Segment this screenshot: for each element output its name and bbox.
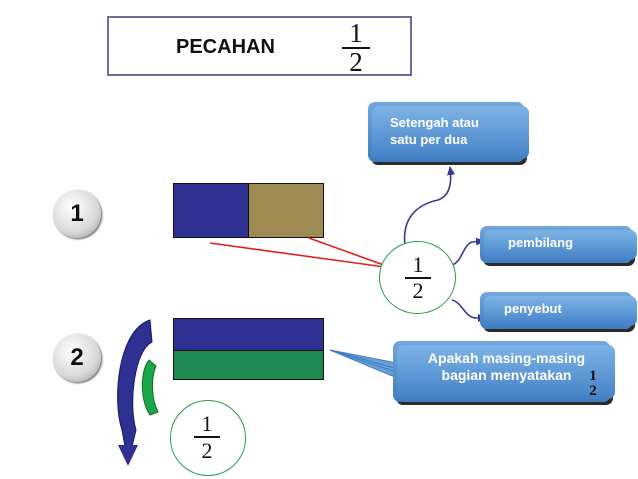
question-fraction: 1 2	[586, 369, 600, 395]
title-fraction-denominator: 2	[349, 46, 363, 77]
denominator-callout-text: penyebut	[504, 301, 562, 316]
step-1-number: 1	[70, 200, 84, 227]
meaning-callout: Setengah atau satu per dua	[368, 102, 529, 162]
bottom-fraction-numerator: 1	[201, 411, 213, 436]
question-callout-text: Apakah masing-masing bagian menyatakan	[427, 350, 586, 383]
bottom-fraction-circle	[170, 400, 246, 476]
numerator-callout-text: pembilang	[508, 235, 574, 250]
arrow-to-numerator	[451, 237, 485, 266]
fraction-bar	[405, 277, 431, 279]
rect-half-bottom	[173, 350, 324, 380]
rect-half-left	[173, 183, 249, 238]
red-arrow-left	[209, 242, 393, 271]
step-2-circle: 2	[53, 334, 101, 382]
red-arrow-right	[308, 237, 393, 270]
rect-half-top	[173, 318, 324, 351]
denominator-callout: penyebut	[480, 292, 637, 329]
page-title: PECAHAN	[176, 36, 275, 58]
callout-face	[484, 296, 637, 326]
bottom-fraction-denominator: 2	[201, 437, 213, 463]
center-fraction-denominator: 2	[412, 277, 424, 303]
step-1-circle: 1	[53, 190, 101, 238]
curved-arrow-icon	[117, 319, 159, 466]
step-2-number: 2	[70, 344, 84, 371]
center-fraction-numerator: 1	[412, 252, 424, 277]
arrow-to-meaning	[403, 166, 456, 246]
title-fraction-numerator: 1	[349, 18, 363, 48]
fraction-bar	[342, 47, 370, 49]
question-callout-pointer	[329, 349, 403, 381]
arrow-to-denominator	[451, 299, 487, 322]
title-fraction: 1 2	[342, 20, 370, 76]
callout-face	[372, 106, 529, 159]
rect-half-right	[248, 183, 324, 238]
question-fraction-numerator: 1	[589, 369, 597, 384]
question-fraction-denominator: 2	[589, 383, 597, 396]
bottom-fraction: 1 2	[194, 411, 220, 463]
fraction-bar	[194, 436, 220, 438]
title-box	[107, 16, 412, 76]
question-callout: Apakah masing-masing bagian menyatakan 1…	[393, 341, 615, 402]
numerator-callout: pembilang	[480, 226, 637, 263]
callout-face	[484, 230, 637, 260]
callout-face	[397, 345, 615, 399]
meaning-callout-text: Setengah atau satu per dua	[390, 115, 479, 147]
center-fraction: 1 2	[405, 253, 431, 303]
